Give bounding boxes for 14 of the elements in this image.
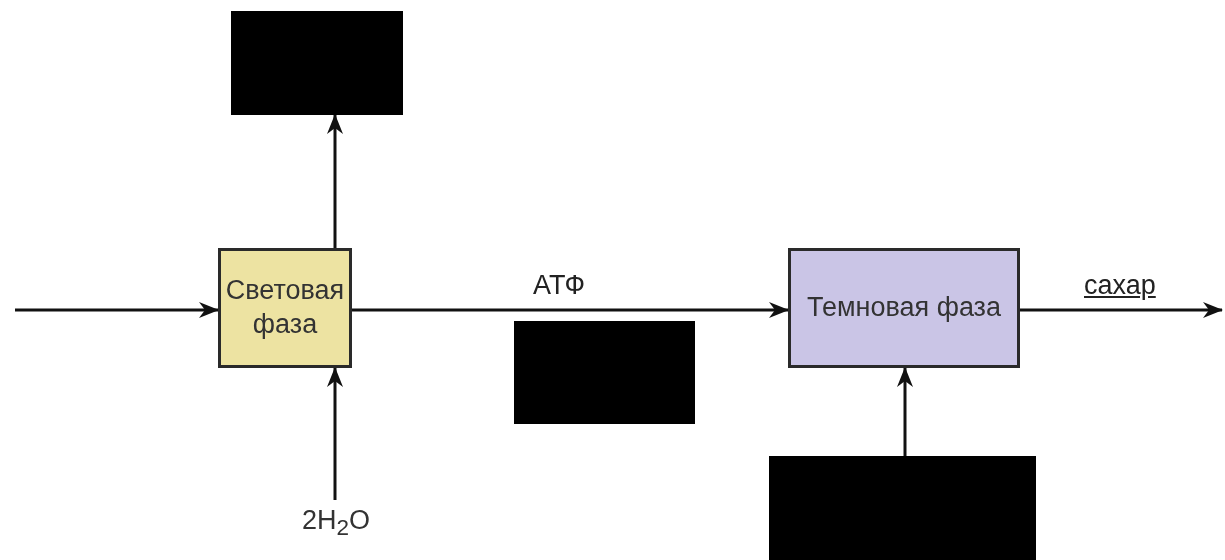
box-text: Темновая фаза xyxy=(806,291,1002,325)
arrow xyxy=(1020,302,1223,318)
filled-box xyxy=(231,11,403,115)
process-box xyxy=(218,248,352,368)
filled-box xyxy=(514,321,695,424)
arrow xyxy=(15,302,219,318)
arrow xyxy=(327,114,343,248)
formula-text: 2H$_{2}$O xyxy=(301,503,372,543)
arrow xyxy=(327,367,343,500)
process-box xyxy=(788,248,1020,368)
box-text: Световая фаза xyxy=(224,274,346,341)
filled-box xyxy=(769,456,1036,560)
arrow xyxy=(897,367,913,456)
arrow xyxy=(352,302,789,318)
